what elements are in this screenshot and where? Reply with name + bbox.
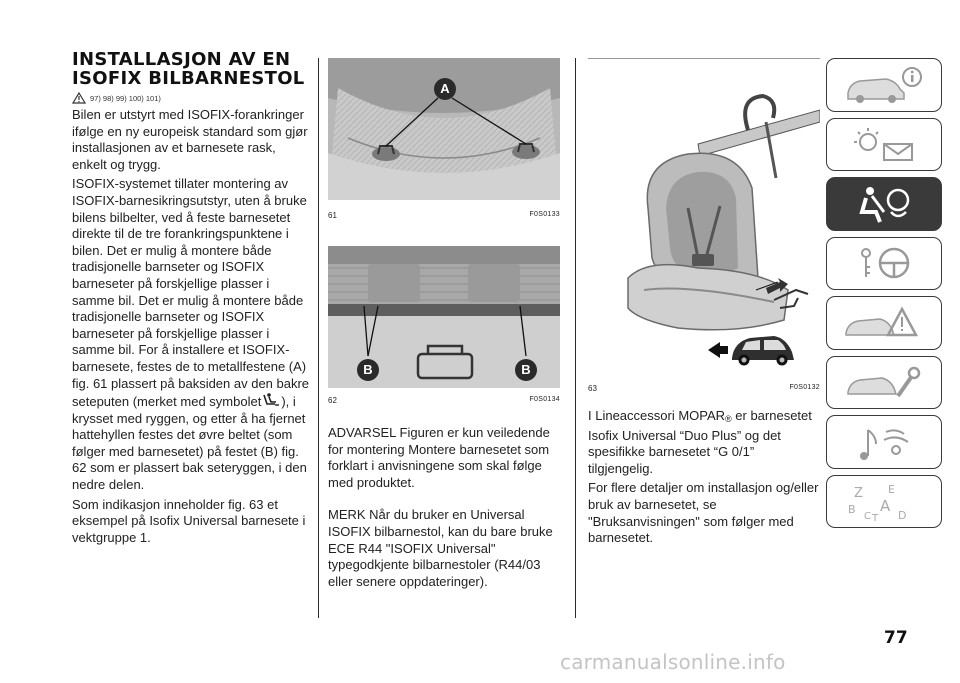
figure-62-code: F0S0134 [529, 396, 560, 403]
column-divider [318, 58, 319, 618]
paragraph-isofix-system: ISOFIX-systemet tillater montering av IS… [72, 176, 312, 493]
index-letter-z: Z [854, 486, 863, 501]
index-letter-d: D [898, 509, 906, 522]
car-info-icon [847, 66, 922, 103]
chapter-tab-multimedia[interactable] [826, 415, 942, 469]
chapter-tab-starting-driving[interactable] [826, 236, 942, 290]
chapter-tab-index[interactable]: Z E B A C T D [826, 474, 942, 528]
index-letter-t: T [871, 513, 879, 523]
index-letter-e: E [888, 483, 895, 496]
figure-61-caption: 61 F0S0133 [328, 211, 560, 220]
paragraph-intro: Bilen er utstyrt med ISOFIX-forankringer… [72, 107, 308, 172]
figure-61-number: 61 [328, 211, 337, 220]
seat-airbag-icon [859, 186, 910, 223]
service-wrench-icon [847, 367, 921, 398]
mopar-text-a: I Lineaccessori MOPAR [588, 408, 726, 423]
paragraph-isofix-text-b: ), i krysset med ryggen, og etter å ha f… [72, 394, 307, 493]
figure-61-code: F0S0133 [529, 211, 560, 218]
paragraph-mopar: I Lineaccessori MOPAR® er barnesetet Iso… [588, 408, 820, 477]
chapter-tab-dashboard-lights[interactable] [826, 117, 942, 171]
figure-62-top-tether: B B [328, 246, 560, 388]
key-steering-wheel-icon [861, 248, 910, 279]
figure-62-illustration [328, 246, 560, 388]
page-number: 77 [884, 628, 908, 648]
callout-a-label: A [440, 81, 450, 96]
figure-62-number: 62 [328, 396, 337, 405]
figure-62-caption: 62 F0S0134 [328, 396, 560, 405]
figure-61-isofix-anchors: A [328, 58, 560, 200]
callout-b-label-left: B [363, 362, 373, 377]
figure-63-illustration [588, 58, 820, 366]
chapter-tab-safety[interactable] [826, 177, 942, 231]
section-title-line2: ISOFIX BILBARNESTOL [72, 68, 305, 89]
figure-63-code: F0S0132 [789, 384, 820, 391]
column-2-text: ADVARSEL Figuren er kun veiledende for m… [328, 425, 560, 590]
chapter-sidebar: Z E B A C T D [826, 58, 942, 534]
section-title-line1: INSTALLASJON AV EN [72, 49, 291, 70]
figure-63-caption: 63 F0S0132 [588, 384, 820, 393]
chapter-tab-car-info[interactable] [826, 58, 942, 112]
index-letter-c: C [864, 511, 871, 522]
warning-triangle-icon [72, 92, 86, 104]
section-title: INSTALLASJON AV EN ISOFIX BILBARNESTOL [72, 50, 312, 88]
column-3-text: I Lineaccessori MOPAR® er barnesetet Iso… [588, 408, 820, 547]
reference-numbers: 97) 98) 99) 100) 101) [90, 93, 161, 103]
callout-b-label-right: B [521, 362, 531, 377]
column-divider [575, 58, 576, 618]
isofix-child-seat-symbol-icon [263, 393, 280, 406]
figure-63-child-seat [588, 58, 820, 376]
index-letter-b: B [848, 503, 856, 516]
chapter-tab-service[interactable] [826, 355, 942, 409]
warning-references: 97) 98) 99) 100) 101) [72, 92, 312, 104]
column-1: INSTALLASJON AV EN ISOFIX BILBARNESTOL 9… [72, 50, 312, 546]
multimedia-icon [860, 428, 909, 460]
breakdown-warning-icon [845, 306, 919, 336]
paragraph-fig63-indication: Som indikasjon inneholder fig. 63 et eks… [72, 496, 306, 545]
index-letters-icon: Z E B A C T D [848, 483, 906, 523]
registered-mark: ® [725, 414, 732, 424]
watermark: carmanualsonline.info [560, 650, 786, 674]
mopar-text-b: er barnesetet Isofix Universal “Duo Plus… [588, 408, 812, 476]
figure-61-illustration [328, 58, 560, 200]
paragraph-isofix-text-a: ISOFIX-systemet tillater montering av IS… [72, 176, 310, 410]
index-letter-a: A [880, 497, 891, 515]
figure-63-number: 63 [588, 384, 597, 393]
merk-note: MERK Når du bruker en Universal ISOFIX b… [328, 507, 553, 589]
paragraph-more-details: For flere detaljer om installasjon og/el… [588, 480, 819, 546]
dashboard-lights-icon [854, 128, 913, 162]
chapter-tab-emergency[interactable] [826, 296, 942, 350]
advarsel-note: ADVARSEL Figuren er kun veiledende for m… [328, 425, 550, 490]
